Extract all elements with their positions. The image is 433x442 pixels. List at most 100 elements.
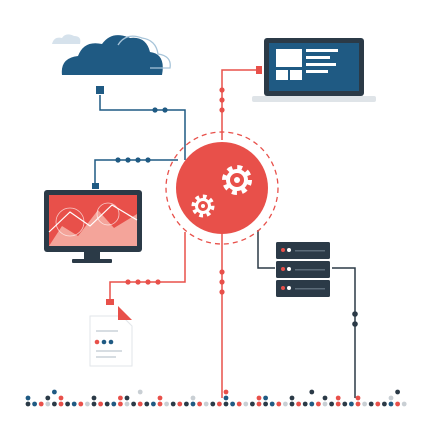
dot	[355, 401, 361, 407]
dot	[190, 401, 196, 407]
dot	[309, 389, 315, 395]
dot	[256, 401, 262, 407]
dot	[25, 395, 31, 401]
server-bottom-connector	[332, 267, 356, 398]
connector-node	[219, 279, 225, 285]
dot	[296, 401, 301, 407]
connector-node	[125, 157, 131, 163]
connector-node	[162, 107, 168, 113]
connector-node	[115, 157, 121, 163]
dot	[124, 401, 130, 407]
dot	[355, 395, 361, 401]
dot	[322, 401, 328, 407]
connector-lines	[94, 69, 358, 398]
connector-node	[155, 279, 161, 285]
dot	[65, 401, 70, 407]
dot	[52, 389, 57, 395]
dot	[104, 401, 110, 407]
laptop-connector	[221, 69, 262, 140]
document-icon	[89, 299, 133, 367]
dot	[309, 401, 315, 407]
cloud-connector	[99, 95, 186, 160]
dot	[45, 395, 51, 401]
dot	[217, 401, 222, 407]
dot	[289, 401, 295, 407]
dot	[118, 395, 123, 401]
dot	[329, 401, 334, 407]
dot	[375, 401, 381, 407]
dot	[382, 401, 387, 407]
dot	[368, 401, 374, 407]
dot	[111, 401, 117, 407]
dot	[316, 401, 321, 407]
connector-node	[135, 157, 141, 163]
dot	[335, 395, 341, 401]
dot	[269, 401, 275, 407]
dot	[137, 389, 143, 395]
dot	[395, 389, 400, 395]
server-connector	[257, 230, 275, 269]
connector-node	[219, 107, 225, 113]
dot	[263, 401, 268, 407]
dot	[32, 401, 37, 407]
dot	[197, 401, 203, 407]
dot	[362, 401, 367, 407]
dot	[210, 401, 216, 407]
dot	[78, 401, 84, 407]
dot	[276, 401, 282, 407]
dot	[223, 389, 229, 395]
dot	[85, 401, 90, 407]
connector-node	[352, 321, 358, 327]
connector-node	[152, 107, 158, 113]
connector-node	[352, 311, 358, 317]
dot	[223, 401, 229, 407]
monitor-connector	[94, 159, 178, 185]
dot	[401, 401, 407, 407]
connector-node	[219, 87, 225, 93]
dot	[144, 401, 150, 407]
dot	[243, 401, 249, 407]
dot	[91, 395, 97, 401]
dot	[203, 401, 209, 407]
connector-node	[145, 157, 151, 163]
dot	[131, 401, 137, 407]
dot	[250, 401, 255, 407]
connector-node	[145, 279, 151, 285]
dot	[388, 401, 394, 407]
laptop-icon	[252, 38, 376, 102]
cloud-icon	[52, 34, 171, 94]
dot	[263, 395, 268, 401]
dot	[190, 395, 196, 401]
dot	[137, 401, 143, 407]
dot	[124, 395, 130, 401]
dot	[256, 395, 262, 401]
dot	[349, 401, 354, 407]
dot	[38, 401, 44, 407]
dot	[335, 401, 341, 407]
dot	[58, 395, 64, 401]
dot	[184, 401, 189, 407]
dot	[71, 401, 77, 407]
dot	[177, 401, 183, 407]
dot	[230, 401, 236, 407]
connector-node	[219, 269, 225, 275]
dot	[45, 401, 51, 407]
dot	[157, 395, 163, 401]
dot	[151, 401, 156, 407]
dot	[91, 401, 97, 407]
dot	[236, 401, 242, 407]
dot-row-decoration	[25, 389, 407, 407]
connector-node	[125, 279, 131, 285]
monitor-chart-icon	[44, 183, 142, 263]
server-rack-icon	[276, 242, 330, 297]
dot	[58, 401, 64, 407]
connector-node	[219, 289, 225, 295]
dot	[302, 401, 308, 407]
dot	[289, 395, 295, 401]
dot	[283, 401, 288, 407]
gears-icon	[165, 131, 279, 245]
dot	[52, 401, 57, 407]
dot	[98, 401, 103, 407]
